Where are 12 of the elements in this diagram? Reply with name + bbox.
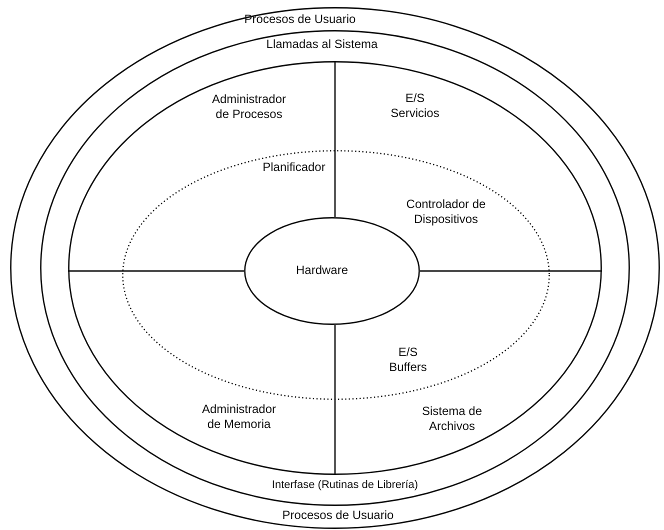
region-label: Planificador (262, 160, 326, 175)
region-label: E/S Servicios (390, 91, 440, 121)
region-label: Procesos de Usuario (243, 12, 357, 27)
region-label: Administrador de Procesos (210, 92, 288, 122)
region-label: Sistema de Archivos (420, 404, 484, 434)
region-label: Procesos de Usuario (281, 508, 395, 523)
region-label: Controlador de Dispositivos (405, 197, 487, 227)
region-label: Llamadas al Sistema (265, 37, 379, 52)
region-label: Hardware (294, 263, 350, 278)
region-label: E/S Buffers (388, 345, 428, 375)
region-label: Administrador de Memoria (200, 402, 278, 432)
region-label: Interfase (Rutinas de Librería) (270, 478, 420, 493)
